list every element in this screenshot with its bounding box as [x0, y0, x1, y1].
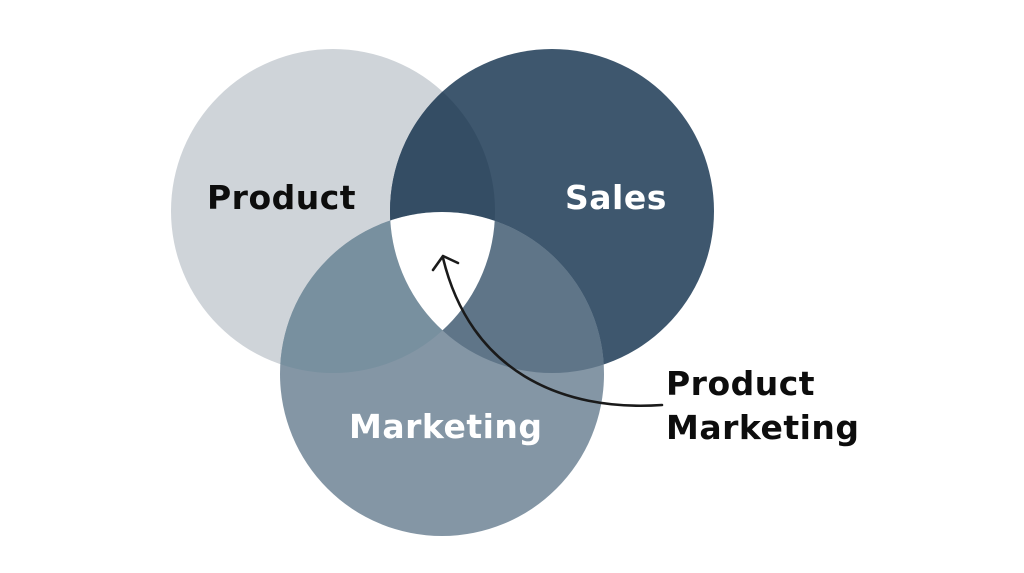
- callout-line-2: Marketing: [666, 408, 860, 447]
- callout-arrow-line: [441, 256, 664, 408]
- callout-line-1: Product: [666, 364, 816, 403]
- product-marketing-overlap: [280, 212, 495, 373]
- marketing-label: Marketing: [349, 407, 543, 446]
- product-label: Product: [207, 178, 357, 217]
- product-marketing-callout: Product Marketing: [666, 362, 860, 450]
- sales-marketing-overlap: [390, 212, 604, 373]
- sales-label: Sales: [565, 178, 667, 217]
- callout-arrowhead-icon: [431, 254, 460, 272]
